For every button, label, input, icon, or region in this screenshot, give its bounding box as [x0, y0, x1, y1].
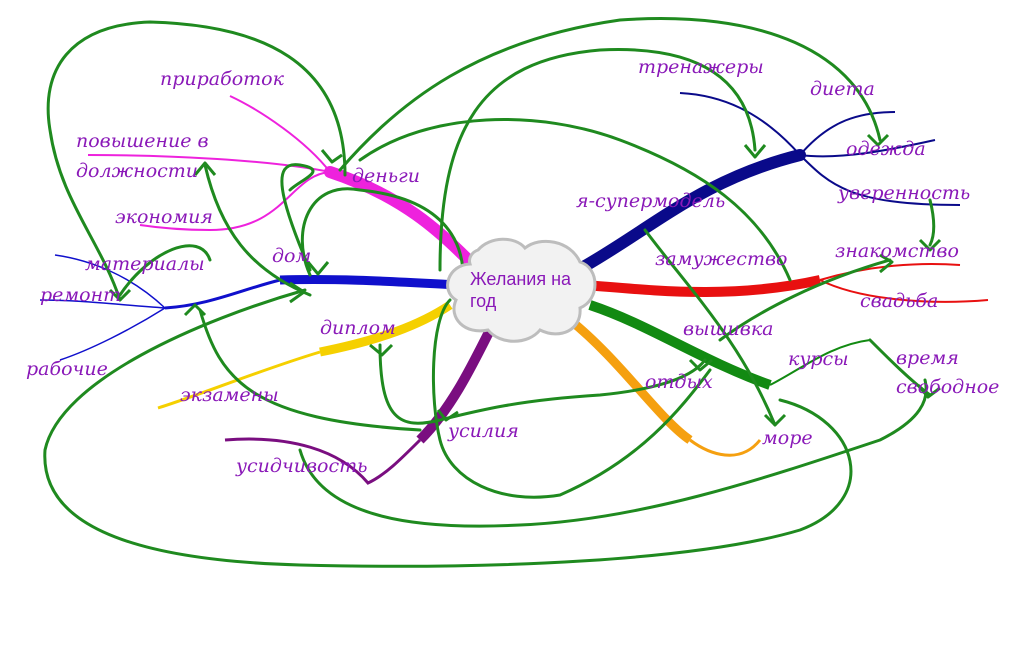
arrowhead-dom [306, 261, 330, 276]
label-diplom: диплом [320, 317, 396, 339]
link-uverennost-znakomstvo [928, 198, 936, 247]
label-more: море [762, 427, 813, 449]
branch-effort [416, 327, 495, 444]
label-vremya-line1: время [896, 347, 959, 369]
label-trenazhery: тренажеры [638, 56, 764, 78]
label-povyshenie-line1: повышение в [76, 130, 209, 152]
arrowhead-znakomstvo-left [879, 253, 894, 274]
arrowhead-dengi [320, 149, 343, 164]
link-znakomstvo-center [718, 258, 892, 342]
branch-money-prirabotok [229, 95, 331, 173]
branch-house-remont [39, 299, 166, 309]
link-money-loop [46, 20, 347, 302]
label-dieta: диета [810, 78, 875, 100]
branch-diploma [319, 301, 453, 357]
branch-model-uverennost [799, 154, 961, 206]
branch-house [279, 274, 459, 290]
arrowhead-more [763, 413, 787, 427]
link-money-model [338, 17, 882, 172]
label-vyshivka: вышивка [683, 318, 774, 340]
center-label-line1: Желания на [470, 269, 572, 289]
label-materialy: материалы [85, 253, 205, 275]
association-links [43, 17, 936, 568]
label-zamuzhestvo: замужество [655, 248, 788, 270]
branch-rest-more [689, 438, 762, 457]
label-znakomstvo: знакомство [835, 240, 959, 262]
link-vremya-bottom [298, 378, 928, 528]
label-rabochie: рабочие [26, 358, 108, 380]
label-kursy: курсы [788, 348, 849, 370]
arrowhead-odezhda [866, 133, 890, 147]
label-supermodel: я-супермодель [576, 190, 726, 212]
label-usilia: усилия [448, 420, 519, 442]
branch-rest [567, 316, 693, 444]
label-povyshenie-line2: должности [76, 160, 199, 182]
arrowhead-rabochie [183, 303, 207, 317]
link-otdykh-zamuzhestvo [431, 298, 712, 499]
label-remont: ремонт [40, 284, 122, 306]
center-label-line2: год [470, 291, 497, 311]
branch-model [572, 149, 806, 276]
branch-money-ekonomia [139, 171, 331, 232]
branch-hobby [588, 300, 772, 390]
branch-marriage-svadba [819, 279, 989, 303]
label-uverennost: уверенность [838, 182, 971, 204]
label-dom: дом [272, 245, 312, 267]
label-ekonomia: экономия [115, 206, 213, 228]
arrowhead-vremya [916, 384, 941, 399]
branch-marriage-znakomstvo [819, 262, 961, 281]
link-big-bottom-loop [43, 288, 853, 568]
link-center-trenazhery [438, 48, 757, 272]
link-materialy-dom [118, 244, 212, 297]
arrowhead-materialy [108, 288, 132, 302]
arrowhead-otdykh [688, 358, 713, 372]
link-dom-loop [280, 163, 315, 272]
label-dengi: деньги [352, 165, 420, 187]
label-usidchivost: усидчивость [236, 455, 368, 477]
label-odezhda: одежда [846, 138, 926, 160]
link-povyshenie-ekonomia [203, 163, 312, 297]
branch-money [324, 166, 484, 276]
branch-house-main [164, 278, 281, 310]
label-vremya-line2: свободное [896, 376, 1000, 398]
branch-hobby-kursy [769, 339, 871, 386]
cloud-shape [446, 237, 597, 343]
arrowhead-znakomstvo [918, 238, 942, 252]
branch-model-trenazhery [679, 92, 801, 156]
branch-model-odezhda [799, 139, 936, 158]
label-svadba: свадьба [860, 290, 939, 312]
center-cloud[interactable] [446, 237, 597, 343]
branch-money-povyshenie [87, 154, 331, 173]
label-otdykh: отдых [645, 371, 713, 393]
branch-diploma-ekzameny [157, 350, 321, 410]
arrowhead-trenazhery [743, 144, 767, 159]
branch-house-rabochie [59, 307, 166, 361]
arrowhead-usilia [436, 409, 459, 422]
arrowhead-dom-right [289, 281, 306, 304]
link-arrowheads [108, 133, 942, 427]
label-ekzameny: экзамены [180, 384, 279, 406]
branch-effort-usidchivost [224, 437, 422, 485]
link-diplom-otdykh [378, 343, 707, 425]
link-supermodel-more [643, 228, 777, 427]
link-ekzameny-loop [198, 308, 422, 432]
branch-marriage [584, 275, 822, 297]
arrowhead-povyshenie [193, 161, 217, 176]
arrowhead-diplom [369, 343, 394, 357]
label-prirabotok: приработок [160, 68, 284, 90]
link-dom-diplom [300, 187, 465, 302]
branch-model-dieta [799, 111, 896, 156]
link-dengi-uverennost [358, 118, 792, 282]
